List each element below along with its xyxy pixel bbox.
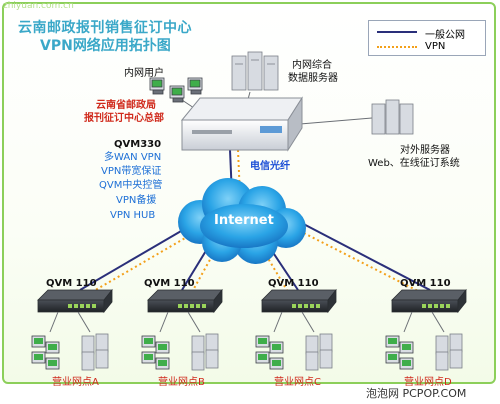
intranet-db-label-1: 内网综合 (292, 60, 332, 71)
branch-c-name: 营业网点C (274, 377, 321, 388)
branch-site-d (385, 288, 467, 371)
branch-c-model: QVM 110 (268, 278, 319, 289)
branch-pcs-c (255, 335, 284, 370)
watermark-top: zhiyuan.com.cn (3, 1, 74, 11)
hq-feature: VPN备援 (116, 195, 157, 206)
internet-label: Internet (214, 213, 274, 228)
intranet-users-label: 内网用户 (124, 68, 164, 79)
branch-pcs-a (31, 335, 60, 370)
branch-d-model: QVM 110 (400, 278, 451, 289)
external-servers (371, 99, 414, 135)
branch-servers-b (191, 333, 219, 371)
hq-router (180, 96, 303, 152)
internet-cloud (178, 178, 306, 264)
branch-d-name: 营业网点D (404, 377, 452, 388)
hq-feature: VPN HUB (110, 210, 156, 221)
branch-servers-a (81, 333, 109, 371)
diagram-subtitle: VPN网络应用拓扑图 (40, 38, 171, 54)
diagram-title: 云南邮政报刊销售征订中心 (18, 20, 192, 36)
legend-vpn-line (377, 46, 417, 48)
branch-b-model: QVM 110 (144, 278, 195, 289)
external-server-label-1: 对外服务器 (400, 145, 450, 156)
hq-name-line2: 报刊征订中心总部 (84, 113, 164, 124)
branch-servers-d (435, 333, 463, 371)
branch-router-d (391, 288, 467, 314)
legend-vpn-label: VPN (425, 41, 446, 52)
hq-name-line1: 云南省邮政局 (96, 100, 156, 111)
branch-site-b (141, 288, 223, 371)
external-server-label-2: Web、在线征订系统 (368, 158, 460, 169)
branch-router-b (147, 288, 223, 314)
branch-site-c (255, 288, 337, 371)
branch-sites (31, 288, 467, 371)
link-d-vpn (285, 223, 421, 293)
branch-a-model: QVM 110 (46, 278, 97, 289)
legend: 一般公网 VPN (368, 20, 486, 56)
branch-b-name: 营业网点B (158, 377, 205, 388)
branch-pcs-b (141, 335, 170, 370)
branch-site-a (31, 288, 113, 371)
hq-feature: QVM中央控管 (99, 180, 163, 191)
intranet-users-pcs (149, 77, 203, 103)
hq-model: QVM330 (114, 139, 162, 150)
footer-watermark: 泡泡网 PCPOP.COM (366, 387, 467, 400)
branch-router-a (37, 288, 113, 314)
branch-a-name: 营业网点A (52, 377, 99, 388)
legend-public-label: 一般公网 (425, 30, 465, 41)
intranet-db-label-2: 数据服务器 (288, 73, 338, 84)
hq-feature: 多WAN VPN (104, 152, 162, 163)
branch-router-c (261, 288, 337, 314)
fiber-label: 电信光纤 (250, 161, 290, 172)
legend-public-line (377, 31, 417, 33)
intranet-db-servers (231, 51, 279, 91)
branch-servers-c (305, 333, 333, 371)
link-a-public (79, 219, 201, 291)
link-d-public (291, 217, 431, 291)
branch-pcs-d (385, 335, 414, 370)
hq-feature: VPN带宽保证 (101, 166, 162, 177)
